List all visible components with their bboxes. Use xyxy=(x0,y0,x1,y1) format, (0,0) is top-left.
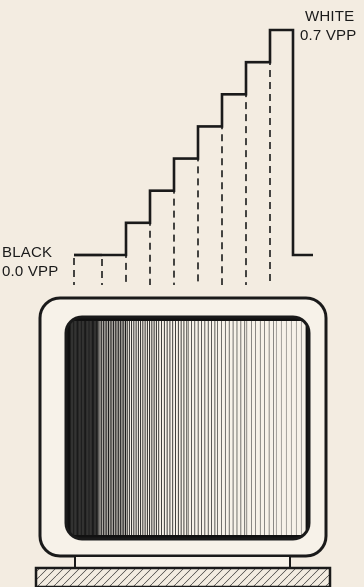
white-level-label: 0.7 VPP xyxy=(300,27,357,44)
step-guide-dashes xyxy=(73,34,271,285)
gray-bar-dark xyxy=(99,321,130,535)
gray-bar-lightest xyxy=(275,321,306,535)
gray-bar-lighter xyxy=(246,321,277,535)
screen-frame xyxy=(64,315,311,541)
black-level-label: 0.0 VPP xyxy=(2,263,59,280)
gray-bar-light-gray xyxy=(216,321,247,535)
gray-scale-bars xyxy=(70,321,306,535)
gray-bar-mid-gray xyxy=(187,321,218,535)
gray-bar-dark-gray xyxy=(128,321,159,535)
staircase-waveform xyxy=(74,28,313,257)
monitor-base xyxy=(34,566,332,587)
monitor xyxy=(34,296,332,587)
staircase-line xyxy=(74,28,313,257)
white-label: WHITE xyxy=(305,8,355,25)
gray-bar-gray xyxy=(158,321,189,535)
black-label: BLACK xyxy=(2,244,53,261)
monitor-neck xyxy=(74,555,291,569)
gray-bar-darkest xyxy=(70,321,100,535)
